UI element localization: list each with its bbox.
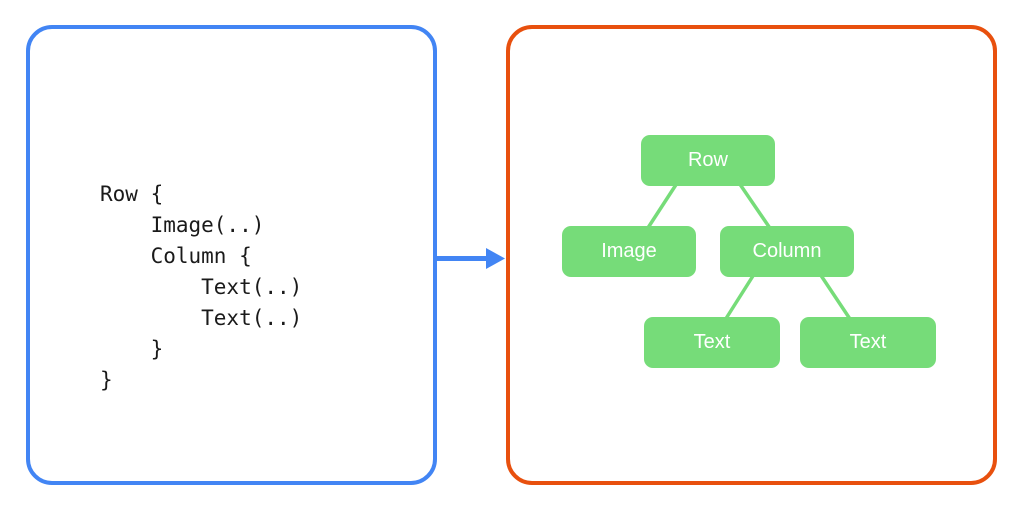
tree-node-row-label: Row [687,149,728,171]
tree-node-column-label: Column [752,240,822,262]
tree-node-text-1-label: Text [693,331,731,353]
tree-node-row[interactable]: Row [641,135,775,186]
source-code-block: Row { Image(..) Column { Text(..) Text(.… [100,182,303,392]
tree-node-image-label: Image [601,240,657,262]
tree-node-text-2[interactable]: Text [800,317,936,368]
tree-node-image[interactable]: Image [562,226,696,277]
tree-node-column[interactable]: Column [720,226,854,277]
transform-arrow [430,240,510,278]
widget-tree: Row Image Column Text Text [506,25,997,485]
tree-node-text-1[interactable]: Text [644,317,780,368]
code-panel: Row { Image(..) Column { Text(..) Text(.… [26,25,437,485]
tree-node-text-2-label: Text [849,331,887,353]
